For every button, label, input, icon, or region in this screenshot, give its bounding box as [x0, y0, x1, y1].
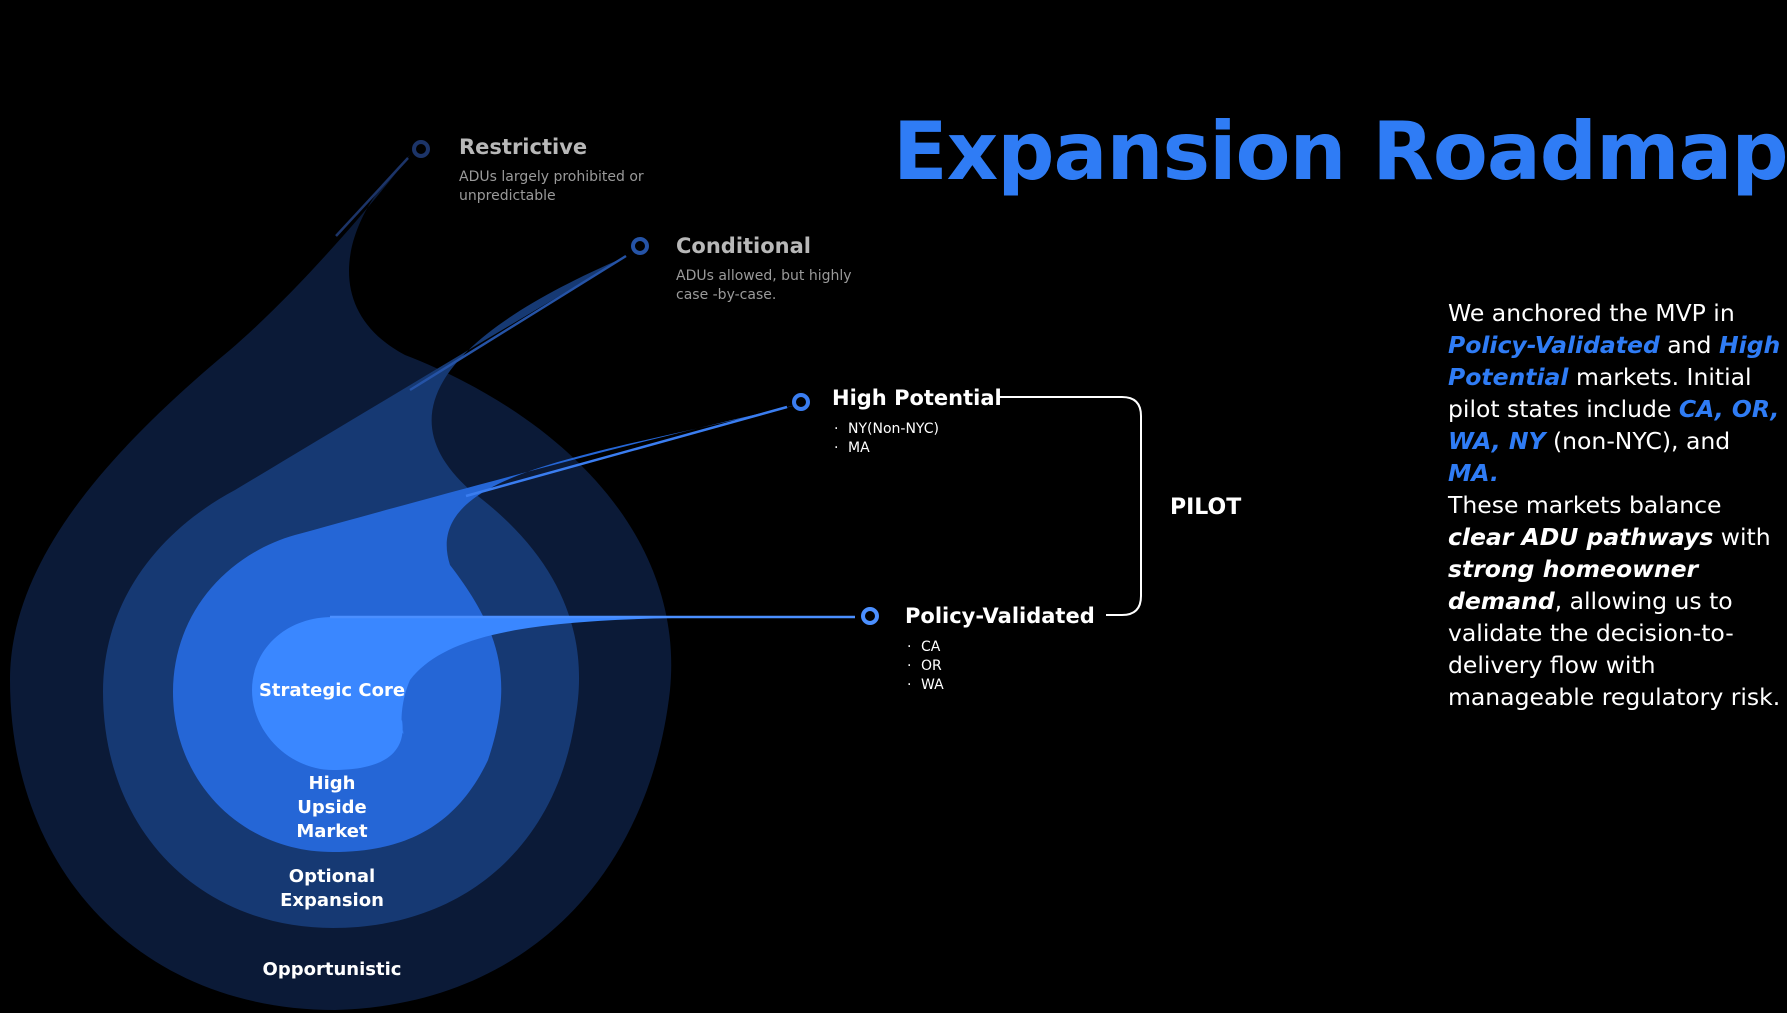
highlight-clear-adu-pathways: clear ADU pathways [1448, 523, 1714, 551]
text: markets. Initial pilot states include [1448, 363, 1752, 423]
text: with [1720, 523, 1771, 551]
text: These markets balance [1448, 491, 1722, 519]
connector-conditional [409, 254, 627, 392]
marker-policy-validated [861, 607, 879, 625]
summary-paragraph-2: These markets balance clear ADU pathways… [1448, 489, 1786, 713]
tier-name: High Potential [832, 386, 1002, 410]
ring-core [252, 616, 858, 770]
marker-high-potential [792, 393, 810, 411]
tier-description: ADUs allowed, but highly case -by-case. [676, 268, 852, 303]
marker-restrictive [412, 140, 430, 158]
pilot-bracket [998, 396, 1142, 616]
tier-description: ADUs largely prohibited or unpredictable [459, 169, 644, 204]
state-item: MA [832, 439, 1002, 458]
tier-restrictive: Restrictive ADUs largely prohibited or u… [459, 134, 659, 206]
pilot-label: PILOT [1170, 495, 1242, 520]
connector-restrictive [335, 157, 409, 237]
highlight-homeowner-demand: strong homeowner demand [1448, 555, 1699, 615]
text: We anchored the MVP in [1448, 299, 1735, 327]
tier-state-list: CA OR WA [905, 638, 1095, 695]
tier-name: Policy-Validated [905, 604, 1095, 628]
tier-high-potential: High Potential NY(Non-NYC) MA [832, 385, 1002, 458]
state-item: WA [905, 676, 1095, 695]
tier-state-list: NY(Non-NYC) MA [832, 420, 1002, 458]
tier-name: Restrictive [459, 135, 588, 159]
highlight-ma: MA. [1448, 459, 1499, 487]
summary-paragraph-1: We anchored the MVP in Policy-Validated … [1448, 297, 1786, 489]
state-item: CA [905, 638, 1095, 657]
tier-conditional: Conditional ADUs allowed, but highly cas… [676, 233, 876, 305]
page-title: Expansion Roadmap [893, 105, 1787, 198]
ring-label-core: Strategic Core [258, 680, 406, 701]
ring-label-opportunistic: Opportunistic [262, 959, 402, 980]
tier-policy-validated: Policy-Validated CA OR WA [905, 603, 1095, 695]
tier-name: Conditional [676, 234, 812, 258]
ring-label-optional: Optional Expansion [280, 866, 384, 911]
state-item: OR [905, 657, 1095, 676]
highlight-high-potential: High Potential [1448, 331, 1781, 391]
connector-high-potential [465, 405, 788, 498]
highlight-policy-validated: Policy-Validated [1448, 331, 1660, 359]
highlight-pilot-states: CA, OR, WA, NY [1448, 395, 1780, 455]
text: and [1667, 331, 1712, 359]
text: (non-NYC), and [1552, 427, 1731, 455]
text: , allowing us to validate the decision-t… [1448, 587, 1781, 711]
marker-conditional [631, 237, 649, 255]
ring-label-upside: High Upside Market [296, 773, 368, 842]
state-item: NY(Non-NYC) [832, 420, 1002, 439]
